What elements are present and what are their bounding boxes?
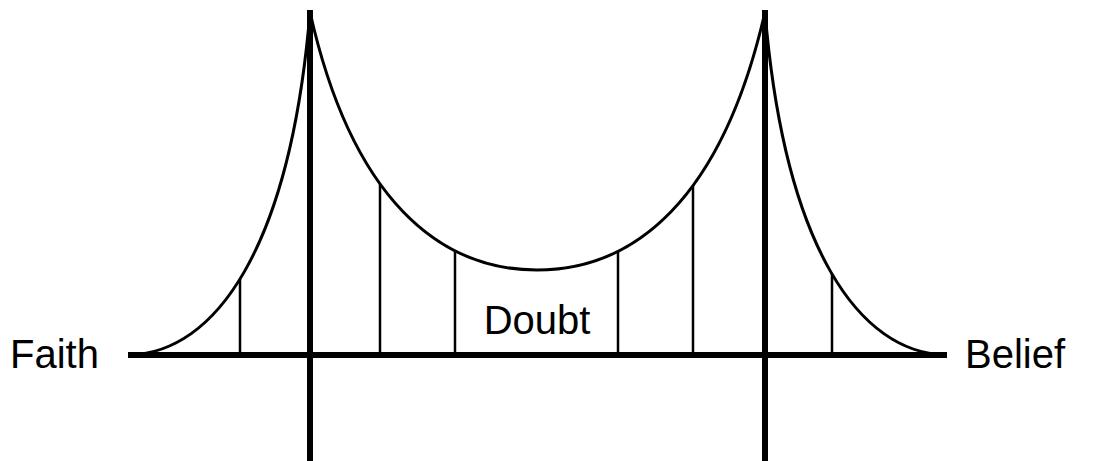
suspension-cable	[130, 12, 945, 355]
hanger	[617, 0, 620, 355]
bridge-deck	[128, 352, 947, 358]
hanger	[239, 0, 242, 355]
end-label: Belief	[965, 334, 1065, 374]
hanger	[454, 0, 457, 355]
hanger	[831, 0, 834, 355]
start-label: Faith	[10, 334, 99, 374]
hangers	[240, 0, 832, 355]
bridge-tower	[762, 10, 768, 461]
hanger	[379, 0, 382, 355]
bridge-tower	[307, 10, 313, 461]
bridge-label: Doubt	[484, 300, 591, 340]
hanger	[692, 0, 695, 355]
